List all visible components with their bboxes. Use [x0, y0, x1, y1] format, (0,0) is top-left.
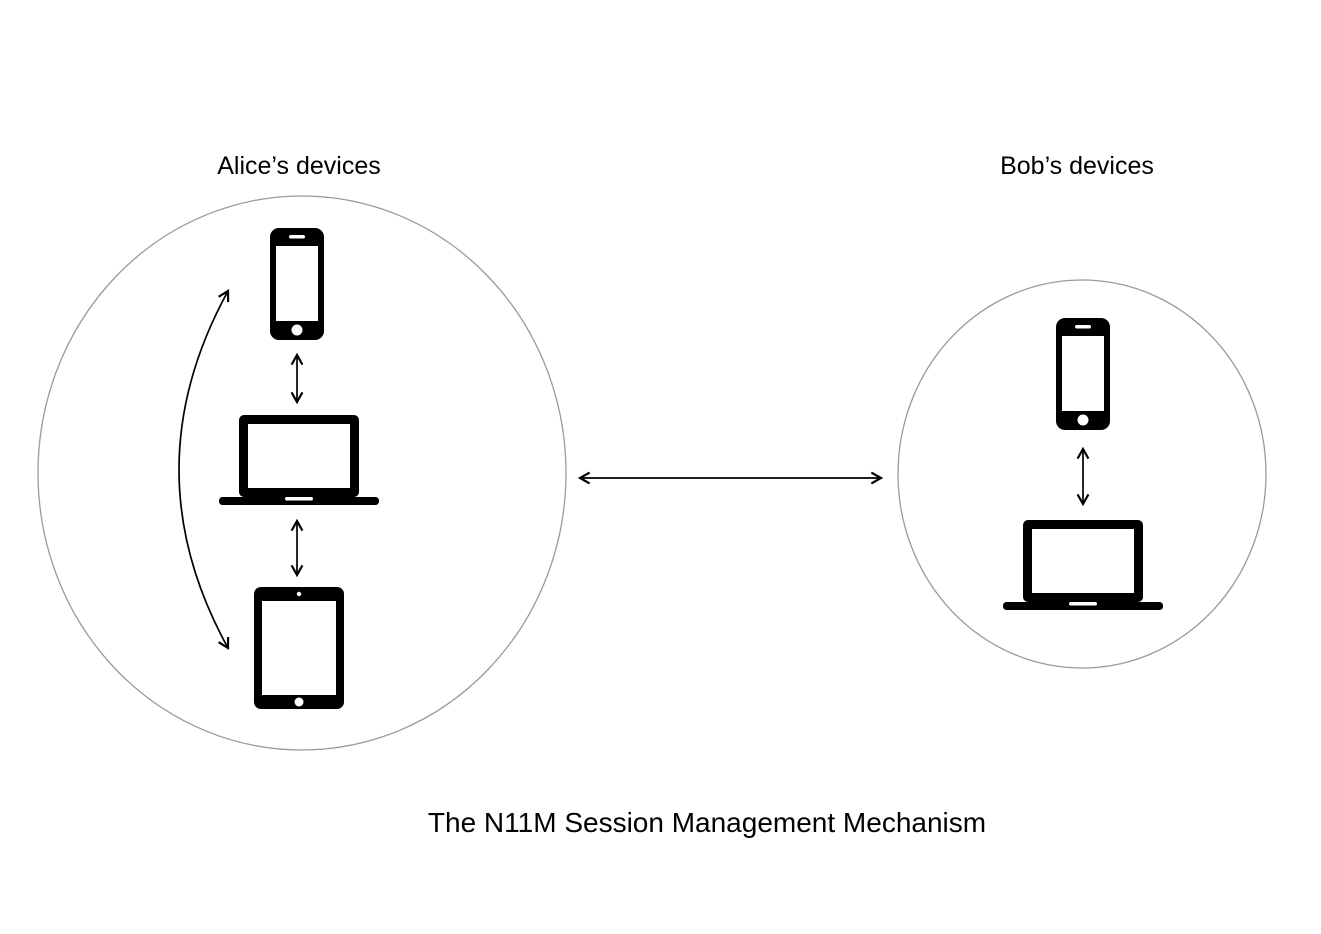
bob-laptop-icon: [1003, 520, 1163, 610]
alice-devices-boundary: [37, 195, 567, 751]
alice-laptop-icon: [219, 415, 379, 505]
bob-devices-boundary: [897, 279, 1267, 669]
bob-smartphone-icon: [1056, 318, 1110, 430]
alice-devices-label: Alice’s devices: [217, 152, 381, 180]
diagram-title: The N11M Session Management Mechanism: [428, 807, 986, 838]
arrow-alice-smartphone-tablet: [178, 289, 230, 650]
alice-tablet-icon: [254, 587, 344, 709]
alice-smartphone-icon: [270, 228, 324, 340]
bob-devices-label: Bob’s devices: [1000, 152, 1154, 180]
